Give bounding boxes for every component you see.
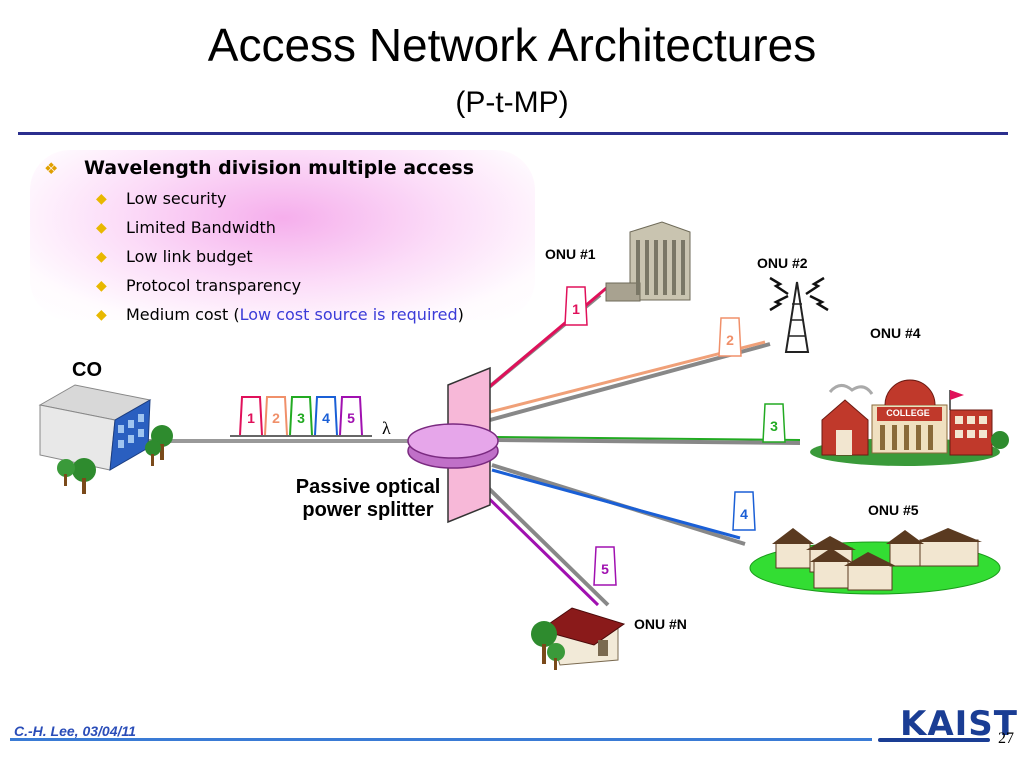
- antenna-tower-icon: [769, 276, 829, 353]
- wavelength-packet-1: 1: [239, 396, 263, 436]
- co-label: CO: [72, 359, 102, 381]
- bullet-list: ❖ Wavelength division multiple access ◆ …: [44, 152, 474, 329]
- splitter-label-line1: Passive optical: [295, 476, 441, 498]
- bullet-main: ❖ Wavelength division multiple access: [44, 152, 474, 184]
- bullet-item-text: Protocol transparency: [126, 276, 302, 295]
- wavelength-number: 2: [272, 410, 280, 426]
- slide-title: Access Network Architectures: [207, 19, 817, 71]
- bullet-item-text: Limited Bandwidth: [126, 218, 276, 237]
- paren-close: ): [457, 305, 464, 324]
- onu-label: ONU #1: [545, 246, 596, 262]
- bullet-item-text: Low security: [126, 189, 227, 208]
- onu-channel-number: 2: [726, 332, 734, 348]
- onu-channel-number: 5: [601, 561, 609, 577]
- splitter-label: Passive optical power splitter: [262, 476, 474, 522]
- onu-label: ONU #N: [634, 616, 687, 632]
- bullet-item-note: Low cost source is required: [239, 305, 458, 324]
- bullet-item: ◆ Low security: [44, 184, 474, 213]
- onu-channel-tag-2: 2: [718, 317, 742, 357]
- wavelength-packet-5: 5: [339, 396, 363, 436]
- footer-divider: [10, 738, 872, 741]
- diamond-bullet-icon: ◆: [96, 248, 107, 265]
- college-campus-icon: [810, 379, 1009, 466]
- wavelength-number: 5: [347, 410, 355, 426]
- bullet-main-text: Wavelength division multiple access: [84, 157, 475, 179]
- onu-channel-tags: 1 2 3 4 5: [564, 286, 786, 586]
- footer-author: C.-H. Lee, 03/04/11: [14, 723, 136, 739]
- houses-neighborhood-icon: [749, 528, 1001, 595]
- onu-channel-number: 4: [740, 506, 748, 522]
- paren-open: (: [233, 305, 240, 324]
- onu-label: ONU #2: [757, 255, 808, 271]
- wavelength-number: 1: [247, 410, 255, 426]
- diamond-bullet-icon: ◆: [96, 190, 107, 207]
- kaist-logo: KAIST: [900, 704, 1018, 744]
- onu-channel-number: 1: [572, 301, 580, 317]
- house-icon: [531, 607, 626, 670]
- diamond-bullet-icon: ◆: [96, 277, 107, 294]
- wavelength-number: 4: [322, 410, 330, 426]
- logo-swoosh: [878, 738, 990, 742]
- branch-fiber-onun: [468, 478, 600, 607]
- branch-fiber-onu4-gray: [494, 438, 801, 445]
- bullet-item-text: Medium cost: [126, 305, 229, 324]
- bullet-item: ◆ Limited Bandwidth: [44, 213, 474, 242]
- bullet-item-text: Low link budget: [126, 247, 253, 266]
- diamond-bullet-icon: ◆: [96, 219, 107, 236]
- college-sign: COLLEGE: [886, 408, 930, 418]
- bullet-item: ◆ Medium cost (Low cost source is requir…: [44, 300, 474, 329]
- wavelength-packet-3: 3: [289, 396, 313, 436]
- onu-channel-number: 3: [770, 418, 778, 434]
- page-number: 27: [998, 730, 1014, 747]
- splitter-disc: [407, 423, 499, 459]
- branch-fiber-onun-gray: [473, 473, 610, 607]
- bullet-item: ◆ Protocol transparency: [44, 271, 474, 300]
- diamond-bullet-icon: ◆: [96, 306, 107, 323]
- onu-label: ONU #4: [870, 325, 921, 341]
- branch-fibers: [468, 283, 801, 607]
- splitter-label-line2: power splitter: [302, 499, 434, 521]
- bullet-highlight-glow: [30, 150, 535, 320]
- onu-label: ONU #5: [868, 502, 919, 518]
- wavelength-packets: 1 2 3 4 5: [239, 396, 363, 436]
- slide-subtitle: (P-t-MP): [455, 86, 569, 119]
- diamond-bullet-icon: ❖: [44, 158, 59, 178]
- lambda-symbol: λ: [382, 418, 391, 438]
- wavelength-packet-4: 4: [314, 396, 338, 436]
- branch-fiber-onu1: [487, 283, 611, 390]
- bullet-item: ◆ Low link budget: [44, 242, 474, 271]
- branch-fiber-onu4: [494, 436, 801, 441]
- onu-channel-tag-4: 4: [732, 491, 756, 531]
- onu-channel-tag-3: 3: [762, 403, 786, 443]
- central-office-icon: [38, 384, 173, 494]
- onu-channel-tag-1: 1: [564, 286, 588, 326]
- office-building-icon: [605, 221, 691, 302]
- wavelength-packet-2: 2: [264, 396, 288, 436]
- onu-channel-tag-5: 5: [593, 546, 617, 586]
- branch-fiber-onu5: [491, 468, 741, 540]
- title-divider: [18, 132, 1008, 135]
- wavelength-number: 3: [297, 410, 305, 426]
